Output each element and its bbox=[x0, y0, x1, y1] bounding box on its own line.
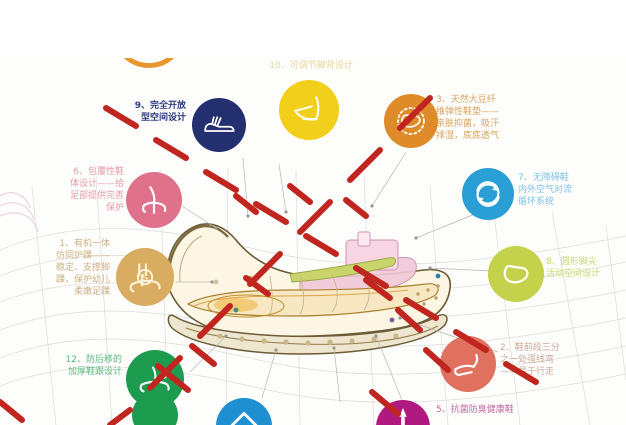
toe-box-icon bbox=[503, 265, 529, 284]
icon-circle-bottom-left-accent[interactable] bbox=[132, 392, 178, 425]
icon-circle-feature-6[interactable] bbox=[126, 172, 182, 228]
air-circulation-icon bbox=[476, 181, 500, 207]
callout-feature-6: 6、包覆性鞋 体设计——给 足部提供完善 保护 bbox=[28, 166, 124, 214]
feature-2-label: 2、鞋前段三分 之一处强线弯 ——易于行走 bbox=[500, 343, 560, 377]
callout-feature-1: 1、有机一体 仿同护踝—— 稳定、支撑脚 踝，保护幼儿 柔嫩足踝 bbox=[14, 238, 110, 298]
callout-feature-10: 10、可调节脚背设计 bbox=[248, 60, 374, 72]
icon-circle-feature-7[interactable] bbox=[462, 168, 514, 220]
callout-feature-7: 7、无障碍鞋 内外空气对流 循环系统 bbox=[518, 172, 618, 208]
feature-3-label: 3、天然大豆纤 维弹性鞋垫—— 亲肤抑菌，吸汗 排湿，底底透气 bbox=[436, 95, 500, 141]
header-bar bbox=[0, 0, 626, 58]
callout-feature-8: 8、圆形脚尖 活动空间设计 bbox=[546, 256, 626, 280]
callout-feature-5: 5、抗菌防臭健康鞋 bbox=[436, 404, 556, 416]
feature-9-label: 9、完全开放 型空间设计 bbox=[134, 101, 186, 123]
feature-5-label: 5、抗菌防臭健康鞋 bbox=[436, 405, 514, 415]
icon-circle-feature-2[interactable] bbox=[440, 336, 496, 392]
insole-icon bbox=[397, 107, 425, 135]
icon-circle-feature-1[interactable]: S bbox=[116, 248, 174, 306]
feature-10-label: 10、可调节脚背设计 bbox=[269, 61, 353, 71]
icon-circle-feature-3[interactable] bbox=[384, 94, 438, 148]
feature-7-label: 7、无障碍鞋 内外空气对流 循环系统 bbox=[518, 173, 573, 207]
open-space-shoe-icon bbox=[204, 116, 235, 132]
feature-12-label: 12、防后移的 加厚鞋跟设计 bbox=[65, 355, 122, 377]
callout-feature-12: 12、防后移的 加厚鞋跟设计 bbox=[14, 354, 122, 378]
wrap-foot-icon bbox=[141, 186, 167, 214]
callout-feature-9: 9、完全开放 型空间设计 bbox=[90, 100, 186, 124]
icon-circle-feature-8[interactable] bbox=[488, 246, 544, 302]
antibacterial-icon bbox=[399, 407, 407, 425]
adjustable-instep-icon bbox=[293, 96, 320, 121]
callout-feature-2: 2、鞋前段三分 之一处强线弯 ——易于行走 bbox=[500, 342, 620, 378]
ankle-support-icon: S bbox=[129, 263, 161, 293]
callout-feature-3: 3、天然大豆纤 维弹性鞋垫—— 亲肤抑菌，吸汗 排湿，底底透气 bbox=[436, 94, 554, 142]
feature-6-label: 6、包覆性鞋 体设计——给 足部提供完善 保护 bbox=[69, 167, 124, 213]
feature-8-label: 8、圆形脚尖 活动空间设计 bbox=[546, 257, 601, 279]
icon-circle-feature-9[interactable] bbox=[192, 98, 246, 152]
icon-circle-feature-10[interactable] bbox=[279, 80, 339, 140]
svg-text:S: S bbox=[142, 273, 149, 284]
antislip-outsole-icon bbox=[230, 412, 258, 425]
feature-1-label: 1、有机一体 仿同护踝—— 稳定、支撑脚 踝，保护幼儿 柔嫩足踝 bbox=[55, 239, 110, 297]
flex-sole-icon bbox=[453, 353, 479, 377]
